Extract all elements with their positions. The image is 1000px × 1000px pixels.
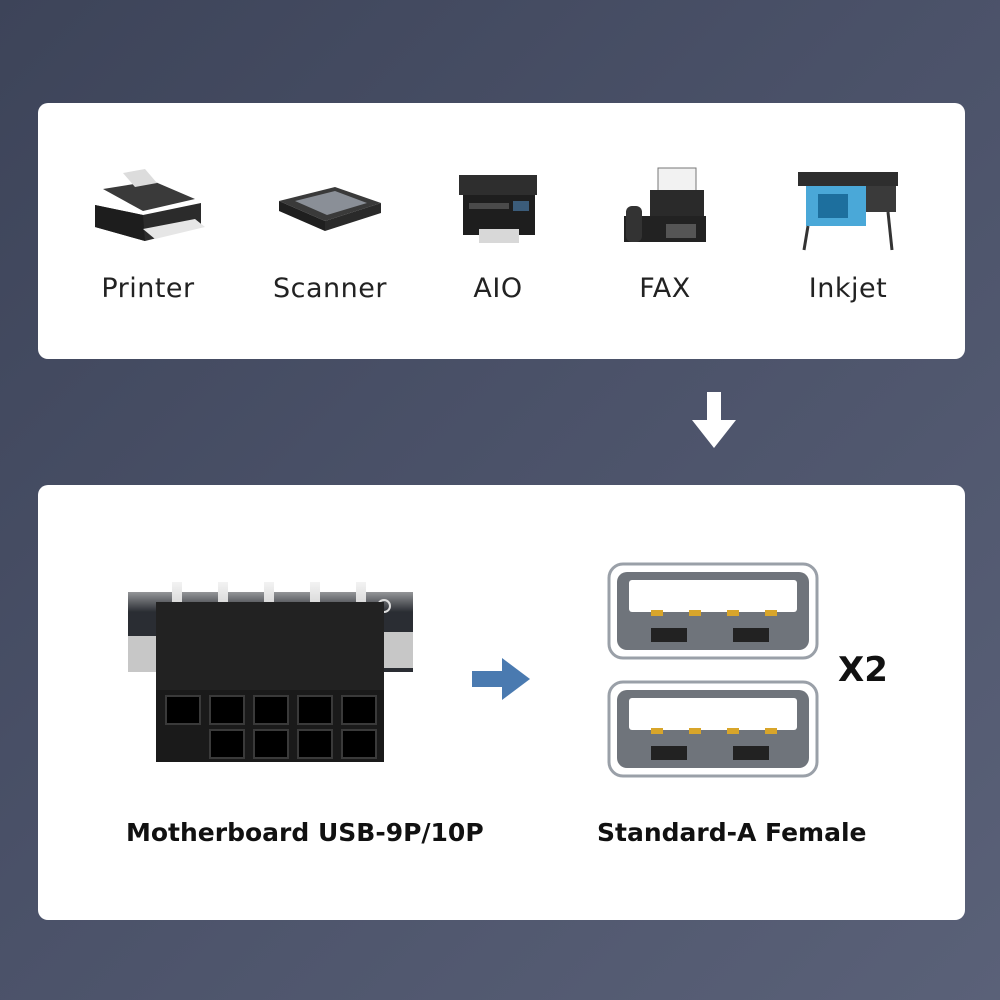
fax-icon: [624, 167, 706, 242]
scanner-icon: [279, 187, 381, 231]
device-inkjet: Inkjet: [768, 165, 928, 304]
device-fax: FAX: [585, 165, 745, 304]
source-connector-label: Motherboard USB-9P/10P: [126, 818, 484, 847]
motherboard-usb-header-image: [128, 572, 413, 762]
usb-a-female-port-bottom: [607, 680, 819, 778]
down-arrow-icon: [692, 392, 736, 448]
device-label: FAX: [639, 273, 691, 304]
printer-icon: [95, 169, 205, 241]
device-label: Scanner: [273, 273, 387, 304]
quantity-multiplier: X2: [838, 650, 888, 690]
right-arrow-icon: [472, 658, 530, 700]
usb-a-female-port-top: [607, 562, 819, 660]
device-panel: Printer Scanner AIO: [38, 103, 965, 359]
large-format-inkjet-icon: [798, 172, 898, 251]
device-label: Inkjet: [808, 273, 888, 304]
device-printer: Printer: [68, 165, 228, 304]
aio-printer-icon: [459, 175, 537, 243]
device-label: Printer: [101, 273, 195, 304]
target-connector-label: Standard-A Female: [597, 818, 867, 847]
device-aio: AIO: [418, 165, 578, 304]
device-scanner: Scanner: [250, 165, 410, 304]
device-label: AIO: [473, 273, 523, 304]
